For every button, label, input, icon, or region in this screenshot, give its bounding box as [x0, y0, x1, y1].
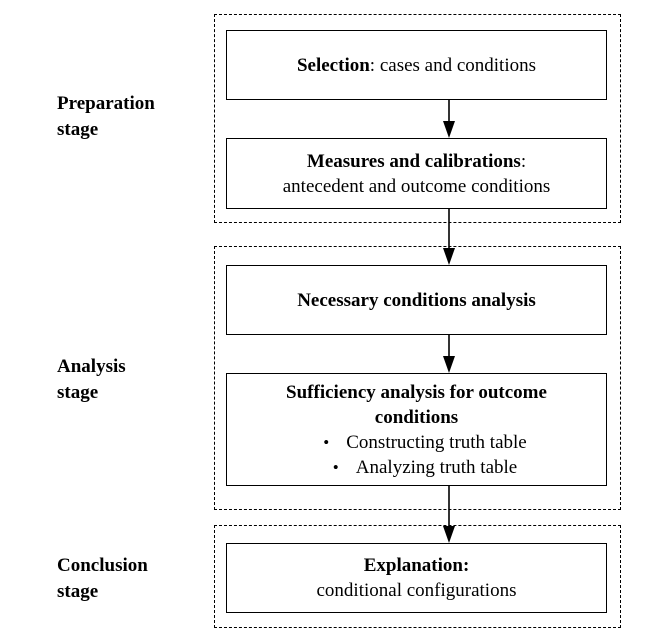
selection-description: : cases and conditions [369, 54, 537, 76]
necessary-title: Necessary conditions analysis [297, 289, 536, 311]
explanation-title: Explanation: [363, 555, 470, 576]
preparation-stage-label-line1: Preparation [57, 93, 155, 114]
analysis-stage-label-line2: stage [57, 382, 99, 403]
analysis-stage-group [214, 246, 621, 510]
bullet-text-constructing: Constructing truth table [346, 431, 527, 453]
selection-title: Selection [296, 54, 370, 76]
conclusion-stage-label: Conclusion stage [57, 553, 197, 605]
measures-box: Measures and calibrations: antecedent an… [226, 138, 607, 209]
conclusion-stage-label-line2: stage [57, 581, 99, 602]
selection-text: Selection: cases and conditions [297, 53, 536, 78]
explanation-box: Explanation: conditional configurations [226, 543, 607, 613]
necessary-box: Necessary conditions analysis [226, 265, 607, 335]
measures-title-line: Measures and calibrations: [307, 149, 526, 174]
preparation-stage-label: Preparation stage [57, 91, 197, 143]
measures-colon: : [520, 150, 527, 172]
sufficiency-title-line1: Sufficiency analysis for outcome [286, 381, 547, 403]
conclusion-stage-label-line1: Conclusion [57, 555, 148, 576]
bullet-dot-icon: • [323, 432, 330, 452]
bullet-text-analyzing: Analyzing truth table [355, 456, 518, 478]
analysis-stage-label-line1: Analysis [57, 356, 126, 377]
preparation-stage-group [214, 14, 621, 223]
sufficiency-title-line2: conditions [374, 406, 459, 428]
sufficiency-box: Sufficiency analysis for outcome conditi… [226, 373, 607, 486]
bullet-item-analyzing: • Analyzing truth table [227, 455, 606, 480]
bullet-item-constructing: • Constructing truth table [227, 430, 606, 455]
analysis-stage-label: Analysis stage [57, 354, 197, 406]
explanation-description: conditional configurations [316, 580, 517, 601]
measures-title: Measures and calibrations [306, 150, 521, 172]
conclusion-stage-group [214, 525, 621, 628]
selection-box: Selection: cases and conditions [226, 30, 607, 100]
preparation-stage-label-line2: stage [57, 119, 99, 140]
measures-description: antecedent and outcome conditions [282, 175, 551, 197]
bullet-dot-icon: • [332, 457, 339, 477]
